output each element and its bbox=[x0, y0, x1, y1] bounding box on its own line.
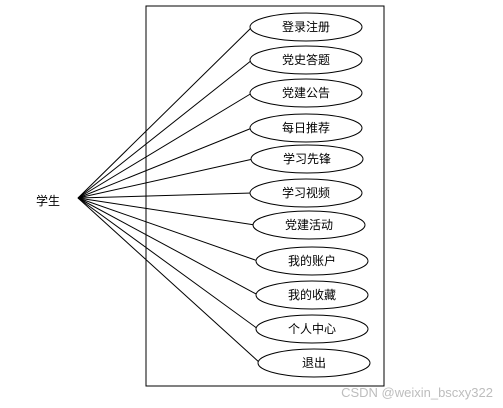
association-line bbox=[77, 197, 256, 226]
use-case: 党建公告 bbox=[249, 78, 363, 108]
use-case-ellipse bbox=[255, 314, 369, 344]
use-case: 党建活动 bbox=[252, 210, 366, 240]
use-case-label: 退出 bbox=[302, 356, 326, 370]
use-case: 个人中心 bbox=[255, 314, 369, 344]
actor-label: 学生 bbox=[36, 194, 61, 208]
association-line bbox=[77, 158, 254, 199]
association-line bbox=[77, 26, 253, 199]
use-case-label: 学习视频 bbox=[282, 185, 330, 200]
association-line bbox=[77, 59, 253, 199]
use-case: 学习先锋 bbox=[250, 144, 364, 174]
association-line bbox=[77, 192, 253, 199]
use-case-label: 学习先锋 bbox=[283, 151, 331, 166]
association-line bbox=[77, 92, 253, 199]
use-case-label: 每日推荐 bbox=[282, 120, 330, 135]
use-case-ellipse bbox=[255, 280, 369, 310]
use-case: 我的账户 bbox=[255, 246, 369, 276]
use-case-ellipse bbox=[249, 78, 363, 108]
use-case: 学习视频 bbox=[249, 178, 363, 208]
use-case-label: 党建活动 bbox=[285, 217, 333, 232]
use-case-label: 个人中心 bbox=[288, 321, 336, 336]
use-case-group: 登录注册党史答题党建公告每日推荐学习先锋学习视频党建活动我的账户我的收藏个人中心… bbox=[249, 12, 371, 378]
use-case-ellipse bbox=[249, 178, 363, 208]
use-case-label: 我的账户 bbox=[288, 253, 336, 268]
use-case-label: 党史答题 bbox=[282, 52, 330, 67]
association-line bbox=[77, 197, 261, 364]
use-case: 退出 bbox=[257, 348, 371, 378]
use-case-ellipse bbox=[255, 246, 369, 276]
use-case-label: 登录注册 bbox=[282, 19, 330, 34]
use-case: 登录注册 bbox=[249, 12, 363, 42]
use-case: 我的收藏 bbox=[255, 280, 369, 310]
use-case-ellipse bbox=[252, 210, 366, 240]
use-case-ellipse bbox=[257, 348, 371, 378]
use-case: 每日推荐 bbox=[249, 113, 363, 143]
association-line bbox=[77, 127, 253, 199]
use-case-ellipse bbox=[249, 45, 363, 75]
watermark: CSDN @weixin_bscxy322 bbox=[341, 385, 493, 400]
use-case-label: 我的收藏 bbox=[288, 287, 336, 302]
association-line bbox=[77, 197, 259, 330]
use-case-ellipse bbox=[249, 113, 363, 143]
association-line bbox=[77, 197, 259, 262]
association-lines bbox=[77, 26, 261, 364]
use-case-ellipse bbox=[250, 144, 364, 174]
association-line bbox=[77, 197, 259, 296]
use-case-label: 党建公告 bbox=[282, 85, 330, 100]
use-case: 党史答题 bbox=[249, 45, 363, 75]
use-case-ellipse bbox=[249, 12, 363, 42]
